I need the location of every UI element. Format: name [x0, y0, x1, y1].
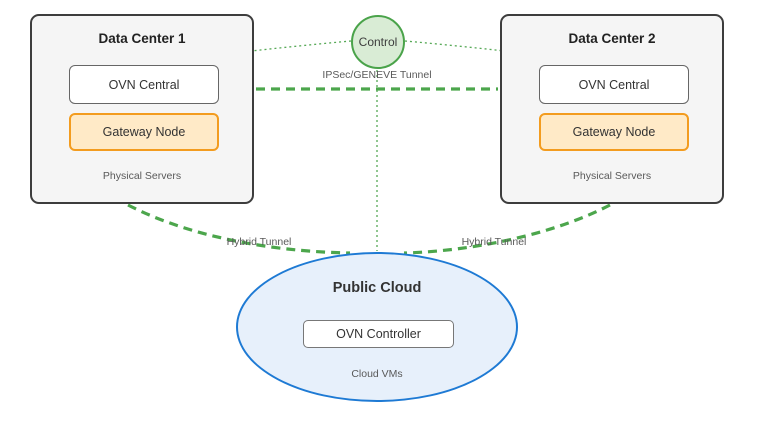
dc1-gateway-label: Gateway Node — [102, 125, 186, 139]
dc2-ovn-central-node: OVN Central — [539, 65, 689, 104]
hybrid-tunnel-left-label: Hybrid Tunnel — [226, 236, 292, 248]
data-center-2-title: Data Center 2 — [568, 31, 656, 46]
cloud-ovn-controller-label: OVN Controller — [336, 327, 421, 341]
control-circle-node: Control — [351, 15, 405, 69]
dc2-ovn-central-label: OVN Central — [578, 77, 650, 92]
public-cloud-title: Public Cloud — [332, 280, 422, 296]
cloud-ovn-controller-node: OVN Controller — [303, 320, 454, 348]
dc2-gateway-label: Gateway Node — [572, 125, 656, 139]
data-center-1-box: Data Center 1 OVN Central Gateway Node P… — [30, 14, 254, 204]
dc1-ovn-central-node: OVN Central — [69, 65, 219, 104]
cloud-caption: Cloud VMs — [351, 368, 403, 380]
hybrid-tunnel-left-line — [127, 203, 351, 255]
dc2-caption: Physical Servers — [572, 170, 652, 182]
hybrid-tunnel-right-label: Hybrid Tunnel — [461, 236, 527, 248]
dc1-gateway-node: Gateway Node — [69, 113, 219, 151]
data-center-2-box: Data Center 2 OVN Central Gateway Node P… — [500, 14, 724, 204]
dc1-ovn-central-label: OVN Central — [108, 77, 180, 92]
public-cloud-ellipse: Public Cloud OVN Controller Cloud VMs — [236, 252, 518, 402]
data-center-1-title: Data Center 1 — [98, 31, 186, 46]
dc2-gateway-node: Gateway Node — [539, 113, 689, 151]
ipsec-geneve-tunnel-label: IPSec/GENEVE Tunnel — [322, 69, 432, 81]
control-label: Control — [358, 35, 398, 49]
dc1-caption: Physical Servers — [102, 170, 182, 182]
